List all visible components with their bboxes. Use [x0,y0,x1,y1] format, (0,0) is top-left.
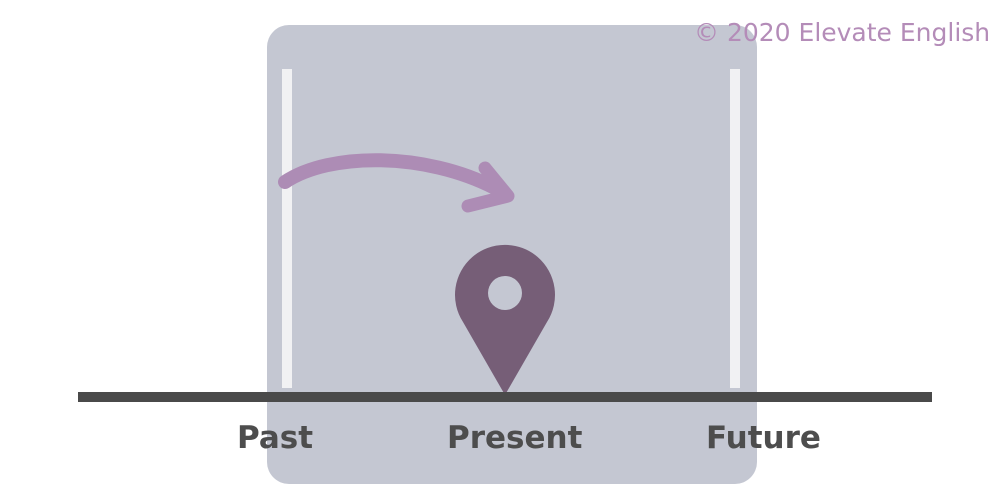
left-bracket-bar [282,69,292,388]
past-label: Past [237,420,314,456]
right-bracket-bar [730,69,740,388]
copyright-watermark: © 2020 Elevate English [694,18,991,47]
curved-arrow-icon [278,153,515,213]
present-label: Present [447,420,583,456]
location-pin-icon [455,244,555,395]
timeline-line [78,392,932,402]
future-label: Future [706,420,821,456]
